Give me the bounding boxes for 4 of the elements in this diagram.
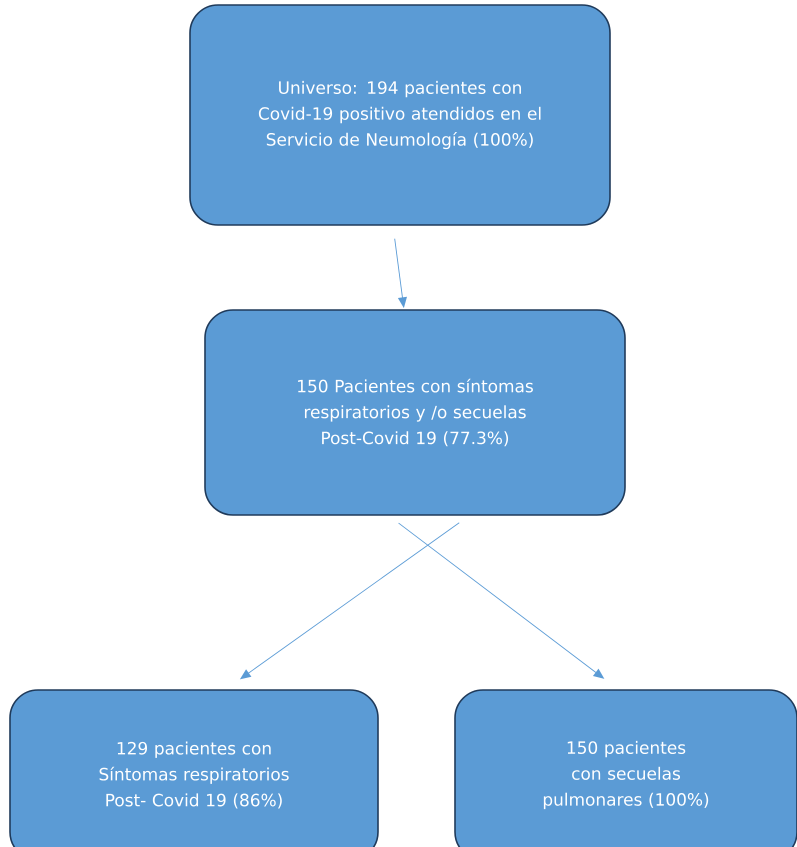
process-box: 129 pacientes con Síntomas respiratorios Post- Covid 19 (86%) <box>9 689 379 847</box>
process-box: 150 pacientes con secuelas pulmonares (100%) <box>454 689 797 847</box>
process-box: 150 Pacientes con síntomas respiratorios y /o secuelas Post-Covid 19 (77.3%) <box>204 309 626 516</box>
process-box: Universo: 194 pacientes con Covid-19 positivo atendidos en el Servicio de Neumología (100%) <box>189 4 611 226</box>
